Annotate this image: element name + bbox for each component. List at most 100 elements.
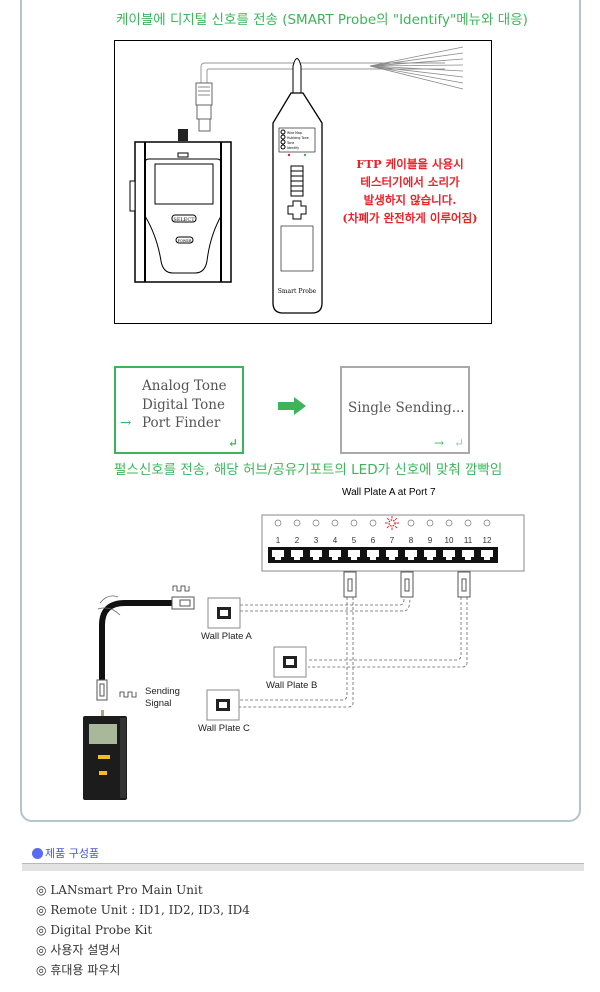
probe-menu-identify: Identify <box>287 146 299 150</box>
list-item: ◎ LANsmart Pro Main Unit <box>36 880 250 900</box>
enter-icon: ↵ <box>453 436 464 450</box>
wall-plate-a-icon <box>207 597 241 629</box>
list-item: ◎ Digital Probe Kit <box>36 920 250 940</box>
led-blink-ray <box>394 525 398 529</box>
wall-plate-a-label: Wall Plate A <box>201 631 252 642</box>
port-number: 9 <box>428 536 433 545</box>
list-item-text: LANsmart Pro Main Unit <box>50 883 203 897</box>
menu-screen: Analog Tone Digital Tone → Port Finder ↵ <box>114 366 244 454</box>
port-strip <box>268 547 498 563</box>
port-led-2 <box>293 519 301 527</box>
port-led-9 <box>426 519 434 527</box>
list-item: ◎ Remote Unit : ID1, ID2, ID3, ID4 <box>36 900 250 920</box>
port-number: 5 <box>352 536 357 545</box>
port-led-8 <box>407 519 415 527</box>
port-number: 8 <box>409 536 414 545</box>
menu-item-analog-tone: Analog Tone <box>142 378 227 394</box>
handheld-tester-icon <box>83 710 127 800</box>
port-led-3 <box>312 519 320 527</box>
port-number: 7 <box>390 536 395 545</box>
port-led-7 <box>388 519 396 527</box>
bullet-icon: ◎ <box>36 943 47 957</box>
port-jack-10 <box>443 550 455 560</box>
list-item: ◎ 사용자 설명서 <box>36 940 250 960</box>
port-number: 11 <box>464 536 473 545</box>
list-item-text: 사용자 설명서 <box>50 943 121 957</box>
sending-text: Single Sending... <box>348 400 465 416</box>
wall-plate-b-label: Wall Plate B <box>266 680 318 691</box>
wall-plate-c-label: Wall Plate C <box>198 723 250 734</box>
sending-screen: Single Sending... → ↵ <box>340 366 470 454</box>
menu-item-port-finder: Port Finder <box>142 415 221 431</box>
wall-plate-c-icon <box>206 689 240 721</box>
port-jack-3 <box>310 550 322 560</box>
port-led-10 <box>445 519 453 527</box>
rj45-plug-icon <box>96 596 195 701</box>
port-jack-6 <box>367 550 379 560</box>
ftp-note-line: FTP 케이블을 사용시 <box>356 157 464 171</box>
led-blink-ray <box>386 525 390 529</box>
bullet-icon: ◎ <box>36 883 47 897</box>
list-item-text: Digital Probe Kit <box>50 923 153 937</box>
select-button-label: SELECT <box>173 217 195 223</box>
probe-illustration: SELECT POWER Wire Map Hubbing Tone Tone … <box>129 46 464 314</box>
sending-arrow-icon: → <box>433 436 444 450</box>
cable-runs <box>220 596 468 708</box>
bullet-icon: ◎ <box>36 923 47 937</box>
list-item-text: Remote Unit : ID1, ID2, ID3, ID4 <box>50 903 250 917</box>
wall-plate-b-icon <box>273 646 307 678</box>
probe-menu-tone: Tone <box>286 141 294 145</box>
section2-caption: 펄스신호를 전송, 해당 허브/공유기포트의 LED가 신호에 맞춰 깜빡임 <box>114 462 503 478</box>
main-unit-icon: SELECT POWER <box>129 129 232 283</box>
cable-wires-icon <box>369 46 464 90</box>
port-jack-5 <box>348 550 360 560</box>
bullet-dot-icon <box>32 848 43 859</box>
port-led-4 <box>331 519 339 527</box>
probe-menu-wire-map: Wire Map <box>287 131 302 135</box>
port-jack-11 <box>462 550 474 560</box>
components-list: ◎ LANsmart Pro Main Unit ◎ Remote Unit :… <box>36 880 250 980</box>
port-number: 12 <box>483 536 492 545</box>
port-jack-8 <box>405 550 417 560</box>
ftp-note-line: (차폐가 완전하게 이루어짐) <box>342 211 478 225</box>
power-button-label: POWER <box>177 239 191 243</box>
port-led-12 <box>483 519 491 527</box>
bullet-icon: ◎ <box>36 903 47 917</box>
pulse-signal-icon <box>172 585 190 592</box>
signal-label: Signal <box>145 698 172 709</box>
smart-probe-icon: Wire Map Hubbing Tone Tone Identify Smar… <box>272 58 323 314</box>
menu-item-digital-tone: Digital Tone <box>142 397 225 413</box>
selected-arrow-icon: → <box>120 415 132 431</box>
components-title: 제품 구성품 <box>45 847 100 860</box>
ftp-note-line: 테스터기에서 소리가 <box>360 175 460 189</box>
section1-caption: 케이블에 디지털 신호를 전송 (SMART Probe의 "Identify"… <box>116 12 528 28</box>
pulse-signal-icon <box>119 691 137 698</box>
port-jack-12 <box>481 550 493 560</box>
patch-cable <box>99 600 172 680</box>
port-jack-4 <box>329 550 341 560</box>
port-number: 3 <box>314 536 319 545</box>
sending-label: Sending <box>145 686 180 697</box>
led-blink-ray <box>394 517 398 521</box>
probe-menu-hubbing-tone: Hubbing Tone <box>287 136 309 140</box>
port-number: 2 <box>295 536 300 545</box>
port-led-5 <box>350 519 358 527</box>
port-led-6 <box>369 519 377 527</box>
enter-icon: ↵ <box>227 436 238 450</box>
list-item-text: 휴대용 파우치 <box>50 963 121 977</box>
smart-probe-label: Smart Probe <box>278 288 317 295</box>
ftp-note: FTP 케이블을 사용시 테스터기에서 소리가 발생하지 않습니다. (차폐가 … <box>335 155 485 227</box>
ftp-note-line: 발생하지 않습니다. <box>363 193 457 207</box>
port-jack-2 <box>291 550 303 560</box>
rj45-plug-icon <box>195 82 213 132</box>
port-jack-7 <box>386 550 398 560</box>
header-bar <box>22 863 584 871</box>
port-number: 1 <box>276 536 281 545</box>
port-led-11 <box>464 519 472 527</box>
port-diagram-title: Wall Plate A at Port 7 <box>342 487 436 498</box>
port-jack-1 <box>272 550 284 560</box>
bullet-icon: ◎ <box>36 963 47 977</box>
port-led-1 <box>274 519 282 527</box>
